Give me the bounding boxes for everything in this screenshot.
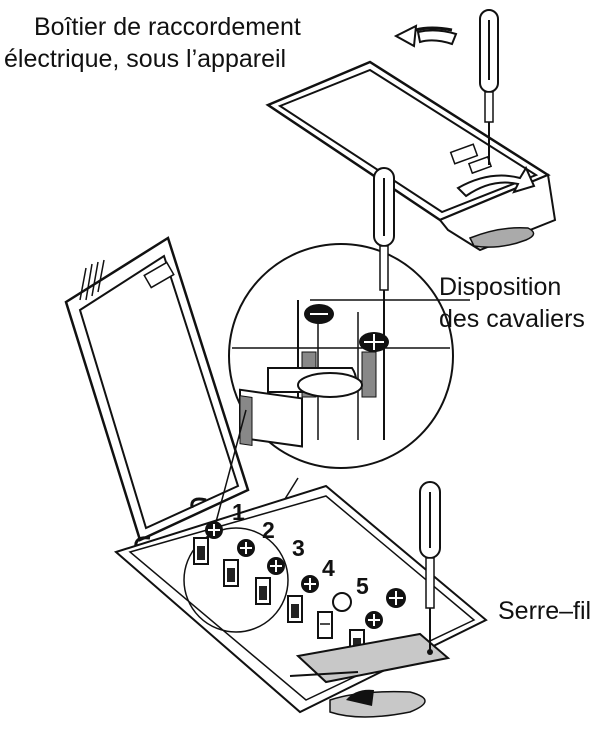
- jumper-label-line2: des cavaliers: [439, 305, 585, 333]
- junction-box-label-line2: électrique, sous l’appareil: [4, 45, 287, 73]
- terminal-number-5: 5: [356, 573, 369, 599]
- curved-arrow-right-icon: [456, 165, 536, 198]
- terminal-screws: [205, 521, 406, 629]
- terminal-number-1: 1: [232, 499, 245, 525]
- terminal-number-2: 2: [262, 517, 275, 543]
- hinged-lid: [64, 236, 250, 549]
- terminal-number-4: 4: [322, 555, 335, 581]
- magnifier-leader-left: [215, 409, 247, 523]
- junction-box-label-line1: Boîtier de raccordement: [34, 13, 301, 41]
- screwdriver-middle-icon: [373, 167, 395, 325]
- jumper-label-line1: Disposition: [439, 273, 562, 301]
- terminal-number-3: 3: [292, 535, 305, 561]
- curved-arrow-left-icon: [393, 24, 458, 48]
- screwdriver-bottom-icon: [419, 481, 441, 655]
- strain-relief-label: Serre–fil: [498, 597, 592, 625]
- terminal-block: 1 2 3 4 5: [113, 484, 488, 718]
- jumper-magnifier: [228, 243, 470, 469]
- junction-box-cover: [265, 60, 557, 252]
- screwdriver-top-icon: [479, 9, 499, 165]
